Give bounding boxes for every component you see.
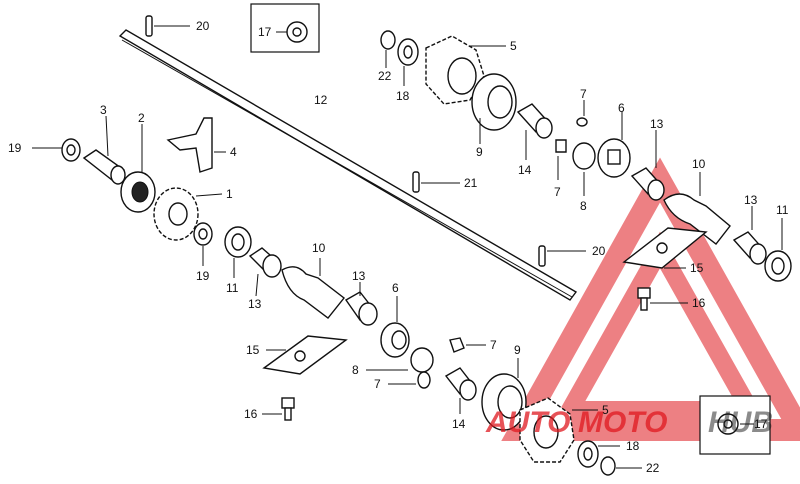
clip-22-top (380, 30, 396, 68)
shaft-12 (118, 29, 578, 301)
collar-13-right (732, 206, 767, 265)
plate-6-top (597, 112, 631, 178)
callout-7-top: 7 (580, 87, 587, 101)
callout-9-top: 9 (476, 145, 483, 159)
callout-8-top: 8 (580, 199, 587, 213)
callout-21: 21 (464, 176, 478, 190)
collar-13-top (630, 130, 665, 201)
circlip-8-center (366, 347, 434, 373)
sleeve-10-left (281, 258, 345, 319)
bearing-9-top (471, 73, 517, 144)
washer-19-middle (193, 222, 213, 266)
callout-14-bottom: 14 (452, 417, 466, 431)
collar-14-top (516, 103, 553, 160)
callout-7-right: 7 (490, 338, 497, 352)
callout-16-lower: 16 (244, 407, 258, 421)
pin-7-top (576, 100, 588, 127)
callout-15-right: 15 (690, 261, 704, 275)
callout-16-right: 16 (692, 296, 706, 310)
gear-5-bottom (519, 397, 598, 463)
clip-22-bottom (600, 456, 642, 476)
callout-13-left: 13 (248, 297, 262, 311)
collar-13-left (248, 247, 282, 297)
callout-12: 12 (314, 93, 328, 107)
washer-19-left (32, 138, 81, 162)
callout-19-left: 19 (8, 141, 22, 155)
callout-5-top: 5 (510, 39, 517, 53)
clip-box-17-top (250, 3, 320, 53)
bearing-9-bottom (481, 358, 527, 431)
callout-8-center: 8 (352, 363, 359, 377)
callout-3: 3 (100, 103, 107, 117)
callout-13-top: 13 (650, 117, 664, 131)
callout-22-bottom: 22 (646, 461, 660, 475)
pin-7-right (449, 337, 486, 353)
callout-15-lower: 15 (246, 343, 260, 357)
plate-15-lower (262, 335, 348, 375)
callout-11-right: 11 (776, 203, 789, 217)
callout-6-center: 6 (392, 281, 399, 295)
callout-19-middle: 19 (196, 269, 210, 283)
clip-box-17-bottom: 17 (699, 395, 771, 455)
callout-10-right: 10 (692, 157, 706, 171)
callout-18-top: 18 (396, 89, 410, 103)
shifter-fork-4 (166, 117, 226, 173)
callout-22-top: 22 (378, 69, 392, 83)
bearing-11-left (224, 226, 252, 278)
callout-20-lower: 20 (592, 244, 606, 258)
callout-17-bottom: 17 (754, 417, 768, 431)
callout-20-top: 20 (196, 19, 210, 33)
callout-18-bottom: 18 (626, 439, 640, 453)
plate-15-right (622, 227, 708, 269)
hub-2 (120, 124, 156, 213)
callout-6-top: 6 (618, 101, 625, 115)
callout-labels: 1 2 3 4 5 5 6 6 7 7 7 7 8 8 9 9 10 10 11… (8, 19, 789, 475)
callout-2: 2 (138, 111, 145, 125)
collar-13-center (344, 282, 378, 326)
callout-10-left: 10 (312, 241, 326, 255)
washer-18-top (397, 38, 419, 86)
collar-14-bottom (444, 367, 477, 414)
bolt-16-right (637, 287, 688, 311)
callout-7-mid: 7 (554, 185, 561, 199)
callout-17-top: 17 (258, 25, 272, 39)
callout-4: 4 (230, 145, 237, 159)
pin-7-center (388, 371, 431, 389)
pin-20-lower (538, 245, 586, 267)
sleeve-10-right (663, 172, 731, 245)
watermark-moto: MOTO (578, 406, 667, 439)
callout-13-right: 13 (744, 193, 758, 207)
circlip-8-top (572, 142, 596, 196)
needle-bearing-3 (82, 115, 126, 185)
gear-5-top (425, 35, 506, 105)
pin-21 (412, 171, 460, 193)
gear-1 (153, 187, 223, 241)
bolt-16-lower (262, 397, 295, 421)
watermark-hub: HUB (708, 406, 773, 439)
callout-1: 1 (226, 187, 233, 201)
pin-7-mid (555, 139, 567, 180)
plate-6-center (380, 296, 410, 358)
watermark-auto: AUTO (485, 406, 570, 439)
callout-11-left: 11 (226, 281, 239, 295)
callout-13-center: 13 (352, 269, 366, 283)
bearing-11-right (764, 218, 792, 282)
washer-18-bottom (577, 440, 620, 468)
watermark-triangle (501, 157, 800, 441)
pin-20-top (145, 15, 190, 37)
callout-5-bottom: 5 (602, 403, 609, 417)
callout-14-top: 14 (518, 163, 532, 177)
watermark-logo: AUTO MOTO HUB (485, 406, 773, 439)
callout-9-bottom: 9 (514, 343, 521, 357)
callout-7-center: 7 (374, 377, 381, 391)
